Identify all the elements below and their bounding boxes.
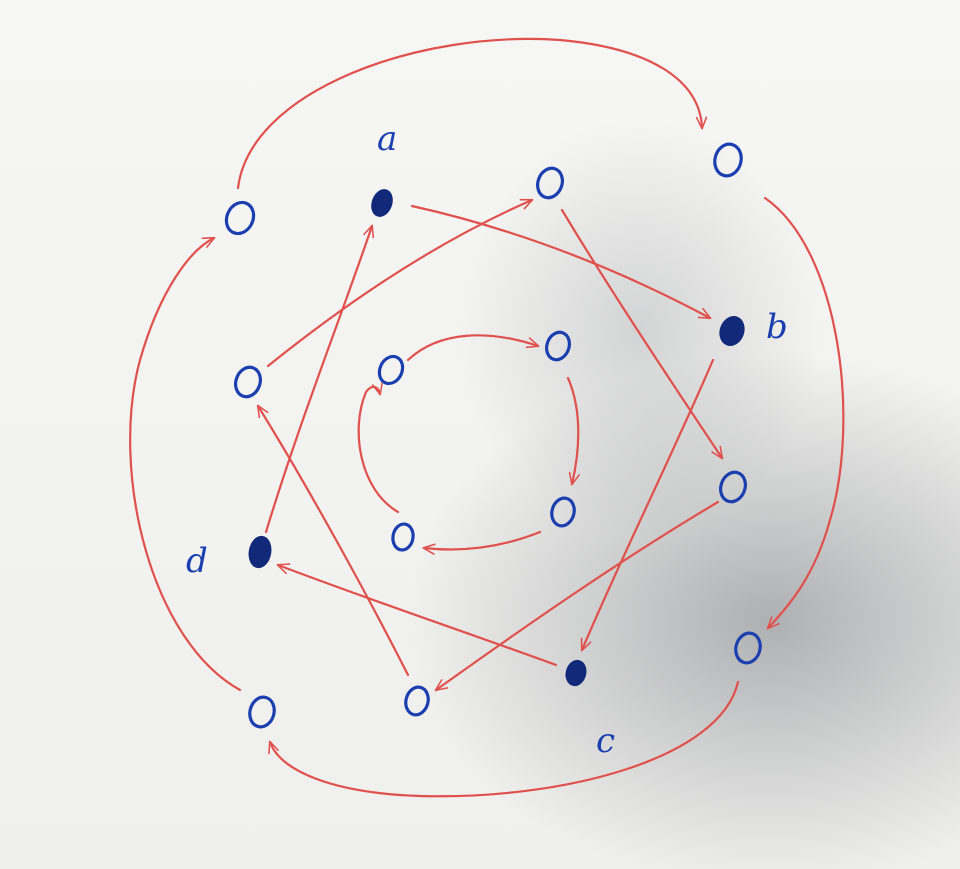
edge-outer-right	[763, 196, 845, 630]
edge-outer-left	[129, 236, 242, 692]
edge-middle2-to-bottom	[434, 500, 720, 692]
edge-b-to-c	[580, 358, 715, 652]
edge-middle1-to-top	[266, 198, 534, 368]
edge-inner-bottom	[422, 530, 542, 555]
edge-outer-bottom	[268, 680, 740, 798]
node-middle-4	[404, 685, 430, 717]
node-inner-3	[550, 496, 576, 528]
edge-inner-left	[357, 381, 400, 514]
node-inner-1	[377, 354, 405, 386]
node-outer-2	[713, 142, 743, 178]
node-a	[371, 189, 393, 217]
edge-bottom-to-middle1	[256, 404, 410, 677]
node-d	[248, 535, 272, 569]
node-middle-1	[536, 166, 564, 200]
node-outer-3	[734, 631, 762, 665]
node-outer-1	[224, 200, 256, 236]
node-middle-2	[234, 365, 262, 399]
label-d: d	[186, 541, 208, 581]
edge-c-to-d	[276, 563, 558, 667]
node-c	[565, 659, 587, 687]
node-inner-4	[391, 522, 415, 552]
edge-top-to-middle2	[560, 208, 724, 460]
label-a: a	[377, 119, 397, 159]
node-inner-2	[545, 330, 571, 362]
label-c: c	[596, 721, 615, 761]
node-b	[719, 316, 745, 346]
edge-d-to-a	[264, 224, 375, 534]
edge-inner-right	[566, 376, 580, 486]
node-middle-3	[719, 470, 747, 504]
edge-outer-top	[236, 37, 708, 190]
edge-a-to-b	[410, 204, 712, 320]
node-outer-4	[248, 695, 276, 729]
label-b: b	[766, 307, 788, 347]
edge-inner-top	[406, 334, 540, 362]
